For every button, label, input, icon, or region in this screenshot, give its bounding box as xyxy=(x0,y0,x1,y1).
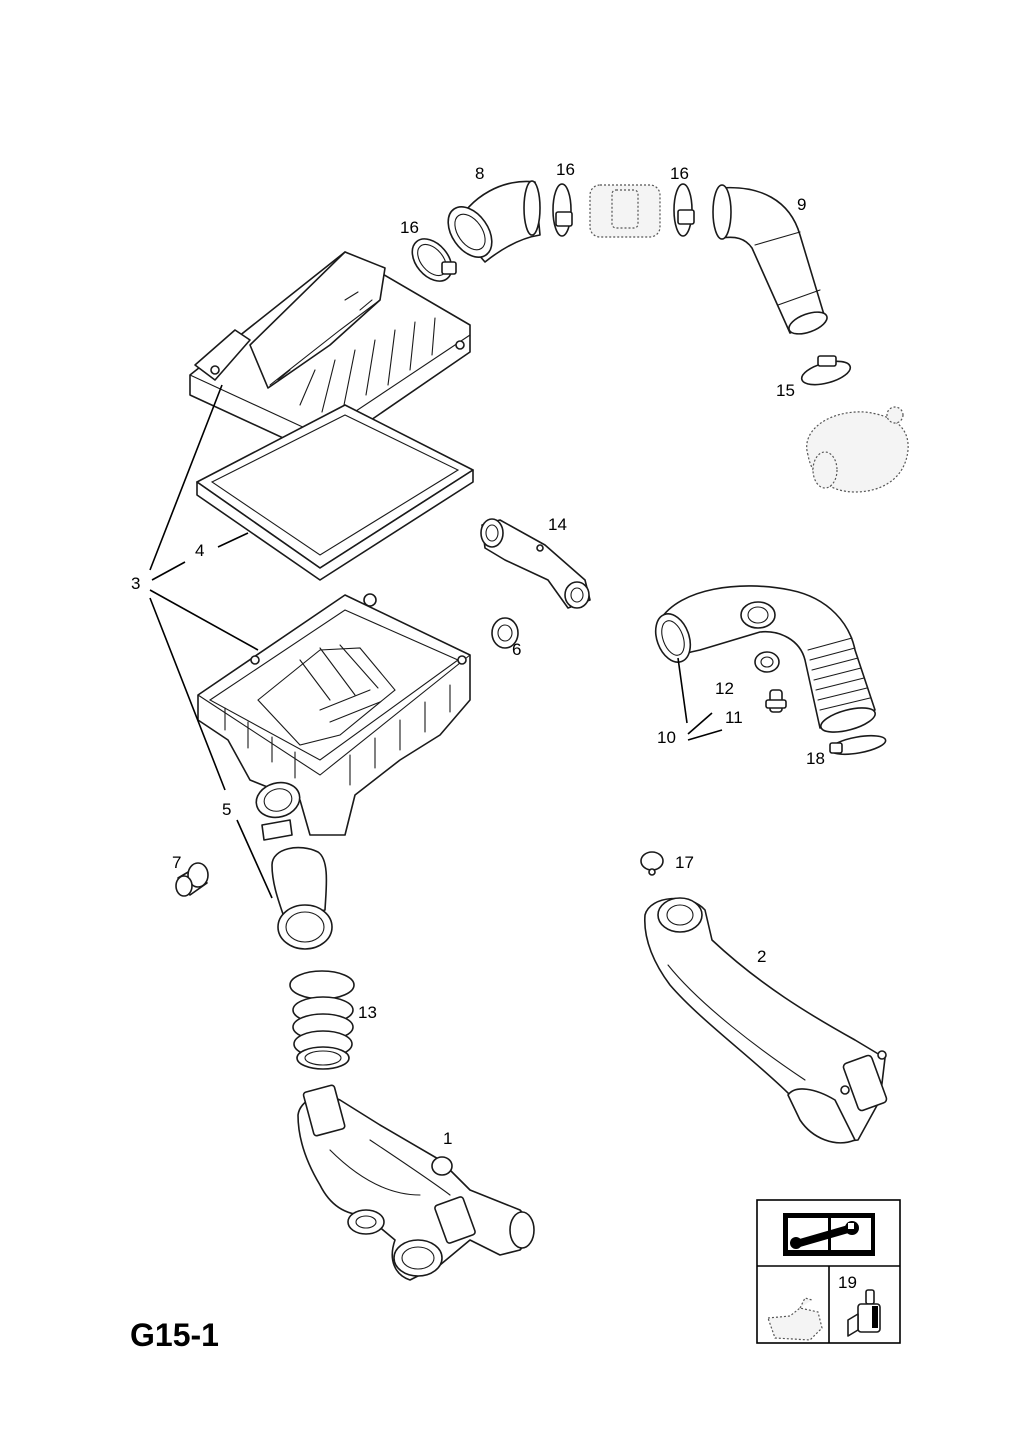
callout-4: 4 xyxy=(195,541,204,560)
part-15-clamp xyxy=(800,355,852,386)
part-1-lower-intake-pipe xyxy=(297,1084,535,1281)
callout-16-left: 16 xyxy=(400,218,419,237)
callout-14: 14 xyxy=(548,515,567,534)
legend-box: 19 xyxy=(756,1199,901,1344)
part-16-clamp-middle xyxy=(552,183,573,237)
callout-7: 7 xyxy=(172,853,181,872)
callout-19: 19 xyxy=(838,1273,857,1292)
callout-12: 12 xyxy=(715,679,734,698)
part-18-clamp xyxy=(829,734,887,756)
part-7-grommet xyxy=(175,862,209,897)
manual-book-wrench-icon xyxy=(783,1213,875,1256)
callout-3: 3 xyxy=(131,574,140,593)
callout-11: 11 xyxy=(725,708,743,727)
part-16-clamp-right xyxy=(673,183,695,237)
callout-18: 18 xyxy=(806,749,825,768)
oil-can-icon xyxy=(767,1297,823,1341)
part-11-sensor xyxy=(765,689,787,713)
part-12-seal xyxy=(754,651,780,673)
part-10-resonator-hose xyxy=(654,585,876,733)
maf-sensor-reference xyxy=(589,184,661,238)
callout-2: 2 xyxy=(757,947,766,966)
part-3-air-cleaner-cover xyxy=(189,251,471,456)
callout-10: 10 xyxy=(657,728,676,747)
callout-15: 15 xyxy=(776,381,795,400)
callout-9: 9 xyxy=(797,195,806,214)
part-3-air-cleaner-housing xyxy=(197,593,471,841)
sensor-icon xyxy=(847,1289,881,1337)
callout-labels: 1 2 3 4 5 6 7 8 9 10 11 12 13 14 15 16 1… xyxy=(131,160,825,1148)
callout-17: 17 xyxy=(675,853,694,872)
part-17-nut xyxy=(640,851,664,876)
part-14-bracket xyxy=(480,518,591,609)
callout-5: 5 xyxy=(222,800,231,819)
callout-13: 13 xyxy=(358,1003,377,1022)
callout-6: 6 xyxy=(512,640,521,659)
diagram-code: G15-1 xyxy=(130,1317,219,1353)
part-6-grommet xyxy=(491,617,519,649)
part-8-intake-elbow xyxy=(447,180,541,263)
part-5-intake-duct xyxy=(271,846,333,950)
part-16-clamp-left xyxy=(411,238,457,282)
part-4-air-filter xyxy=(196,404,474,581)
callout-1: 1 xyxy=(443,1129,452,1148)
part-9-outlet-hose xyxy=(712,184,828,335)
part-2-intake-pipe xyxy=(644,897,888,1144)
callout-16-middle: 16 xyxy=(556,160,575,179)
part-13-bellows xyxy=(289,970,355,1070)
engine-component-reference xyxy=(806,406,909,493)
leader-lines xyxy=(149,384,723,899)
callout-16-right: 16 xyxy=(670,164,689,183)
callout-8: 8 xyxy=(475,164,484,183)
